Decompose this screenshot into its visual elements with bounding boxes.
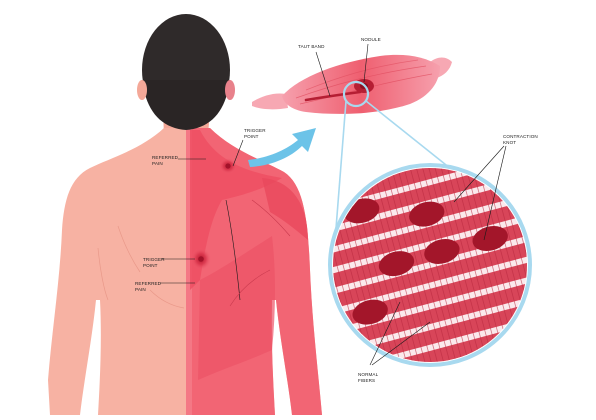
trigger-point-lower-label-line1: TRIGGER <box>143 257 165 262</box>
human-back <box>48 14 322 415</box>
latissimus <box>198 236 275 380</box>
tendon-left <box>252 93 288 110</box>
taut-band-label-text: TAUT BAND <box>298 44 325 49</box>
contraction-knot-label: CONTRACTION KNOT <box>453 134 538 241</box>
referred-pain-upper-label-line2: PAIN <box>152 161 163 166</box>
contraction-knot-2 <box>409 201 445 227</box>
trigger-point-upper-label-line1: TRIGGER <box>244 128 266 133</box>
normal-fibers-label-line2: FIBERS <box>358 378 375 383</box>
referred-pain-lower-label: REFERRED PAIN <box>135 281 195 292</box>
trigger-point-upper-label-line2: POINT <box>244 134 259 139</box>
contraction-knot-3 <box>378 251 415 277</box>
curved-arrow-icon <box>248 128 316 167</box>
zoom-ring <box>342 80 370 108</box>
referred-pain-upper-label-line1: REFERRED <box>152 155 179 160</box>
referred-pain-lower-label-line2: PAIN <box>135 287 146 292</box>
trigger-point-lower-label-line2: POINT <box>143 263 158 268</box>
nodule-label-text: NODULE <box>361 37 381 42</box>
taut-band <box>304 90 362 102</box>
trigger-point-lower-label: TRIGGER POINT <box>143 257 195 268</box>
trapezius <box>190 130 282 290</box>
referred-pain-lower-label-line1: REFERRED <box>135 281 162 286</box>
contraction-knot-5 <box>472 226 508 252</box>
normal-fibers-label: NORMAL FIBERS <box>358 301 431 383</box>
contraction-knot-label-line1: CONTRACTION <box>503 134 538 139</box>
contraction-knot-6 <box>352 299 388 325</box>
deltoid <box>262 178 308 240</box>
contraction-knot-4 <box>424 238 460 264</box>
muscle-diagram <box>252 54 521 255</box>
referred-pain-upper-label: REFERRED PAIN <box>152 155 206 166</box>
normal-fibers-label-line1: NORMAL <box>358 372 379 377</box>
taut-band-label: TAUT BAND <box>298 44 331 97</box>
nodule-label: NODULE <box>361 37 381 83</box>
trigger-point-upper-label: TRIGGER POINT <box>232 128 266 167</box>
magnified-fibers <box>328 163 532 367</box>
contraction-knot-label-line2: KNOT <box>503 140 516 145</box>
